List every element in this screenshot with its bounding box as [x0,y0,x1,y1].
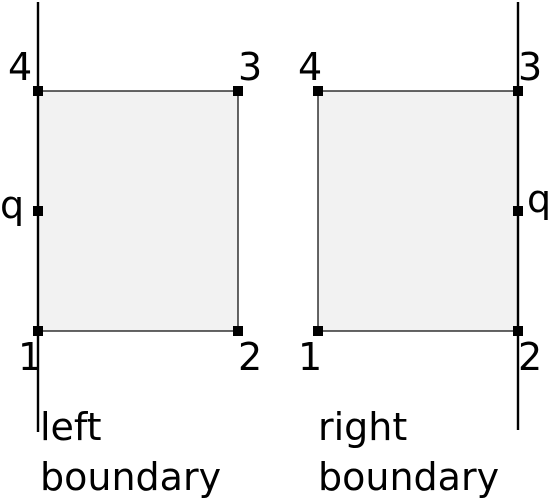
left-caption-line2: boundary [40,455,221,499]
left-label-1: 1 [18,335,42,379]
left-label-4: 4 [8,45,32,89]
left-node-3 [233,86,243,96]
right-label-4: 4 [298,45,322,89]
right-label-q: q [527,177,550,221]
right-boundary-panel: 1 2 3 4 q right boundary [298,2,550,499]
left-label-3: 3 [238,45,262,89]
left-caption-line1: left [40,405,102,449]
right-label-1: 1 [298,335,322,379]
left-element-square [37,90,239,332]
left-boundary-panel: 1 2 3 4 q left boundary [0,2,262,499]
right-label-2: 2 [518,335,542,379]
right-node-q [513,206,523,216]
left-node-4 [33,86,43,96]
right-element-square [317,90,519,332]
left-label-2: 2 [238,335,262,379]
right-node-3 [513,86,523,96]
right-node-4 [313,86,323,96]
left-label-q: q [0,183,24,227]
left-node-1 [33,326,43,336]
left-node-2 [233,326,243,336]
right-label-3: 3 [518,45,542,89]
right-node-1 [313,326,323,336]
right-node-2 [513,326,523,336]
right-caption-line2: boundary [318,455,499,499]
left-node-q [33,206,43,216]
right-caption-line1: right [318,405,407,449]
